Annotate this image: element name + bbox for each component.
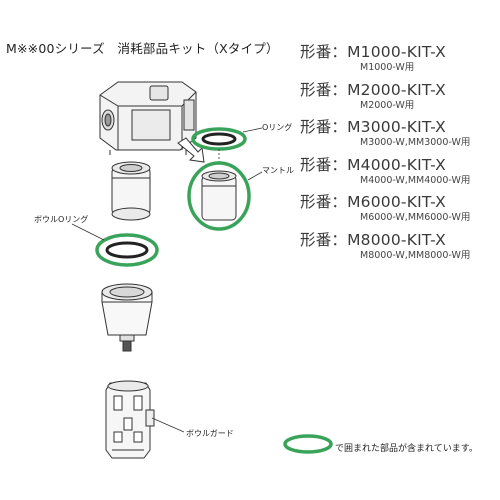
- bowl-o-ring: [95, 233, 159, 267]
- model-number: 形番：M6000-KIT-X: [300, 193, 446, 211]
- filter-element: [111, 161, 151, 221]
- model-applicability: M1000-W用: [360, 62, 415, 73]
- model-applicability: M2000-W用: [360, 99, 415, 111]
- model-entry: 形番：M3000-KIT-X M3000-W,MM3000-W用: [300, 115, 500, 153]
- page-title: M※※00シリーズ 消耗部品キット（Xタイプ）: [6, 41, 279, 56]
- mantle: [187, 161, 251, 231]
- model-number: 形番：M1000-KIT-X: [300, 43, 446, 61]
- legend-ring: [283, 434, 333, 454]
- o-ring-leader-line: [242, 127, 263, 133]
- bowl-guard-leader-line: [151, 417, 185, 433]
- model-entry: 形番：M6000-KIT-X M6000-W,MM6000-W用: [300, 190, 500, 228]
- model-entry: 形番：M4000-KIT-X M4000-W,MM4000-W用: [300, 153, 500, 191]
- filter-body: [99, 81, 197, 155]
- model-applicability: M3000-W,MM3000-W用: [360, 137, 471, 148]
- model-number: 形番：M8000-KIT-X: [300, 230, 446, 249]
- legend-text: で囲まれた部品が含まれています。: [335, 444, 478, 454]
- model-applicability: M4000-W,MM4000-W用: [360, 174, 471, 186]
- bowl-guard-label: ボウルガード: [186, 429, 234, 438]
- arrow-icon: [177, 137, 205, 163]
- model-entry: 形番：M1000-KIT-X M1000-W用: [300, 40, 500, 78]
- mantle-label: マントル: [262, 166, 294, 175]
- model-number: 形番：M3000-KIT-X: [300, 118, 446, 136]
- model-list: 形番：M1000-KIT-X M1000-W用 形番：M2000-KIT-X M…: [300, 40, 500, 265]
- model-applicability: M6000-W,MM6000-W用: [360, 212, 471, 223]
- bowl-guard: [105, 380, 155, 459]
- model-number: 形番：M2000-KIT-X: [300, 80, 446, 99]
- bowl: [101, 283, 153, 352]
- model-applicability: M8000-W,MM8000-W用: [360, 249, 471, 261]
- bowl-o-ring-leader-line: [71, 223, 105, 241]
- model-number: 形番：M4000-KIT-X: [300, 155, 446, 174]
- o-ring: [191, 127, 247, 151]
- model-entry: 形番：M8000-KIT-X M8000-W,MM8000-W用: [300, 228, 500, 266]
- o-ring-label: Oリング: [262, 123, 293, 132]
- bowl-o-ring-label: ボウルOリング: [34, 215, 89, 224]
- mantle-leader-line: [247, 171, 263, 181]
- model-entry: 形番：M2000-KIT-X M2000-W用: [300, 78, 500, 116]
